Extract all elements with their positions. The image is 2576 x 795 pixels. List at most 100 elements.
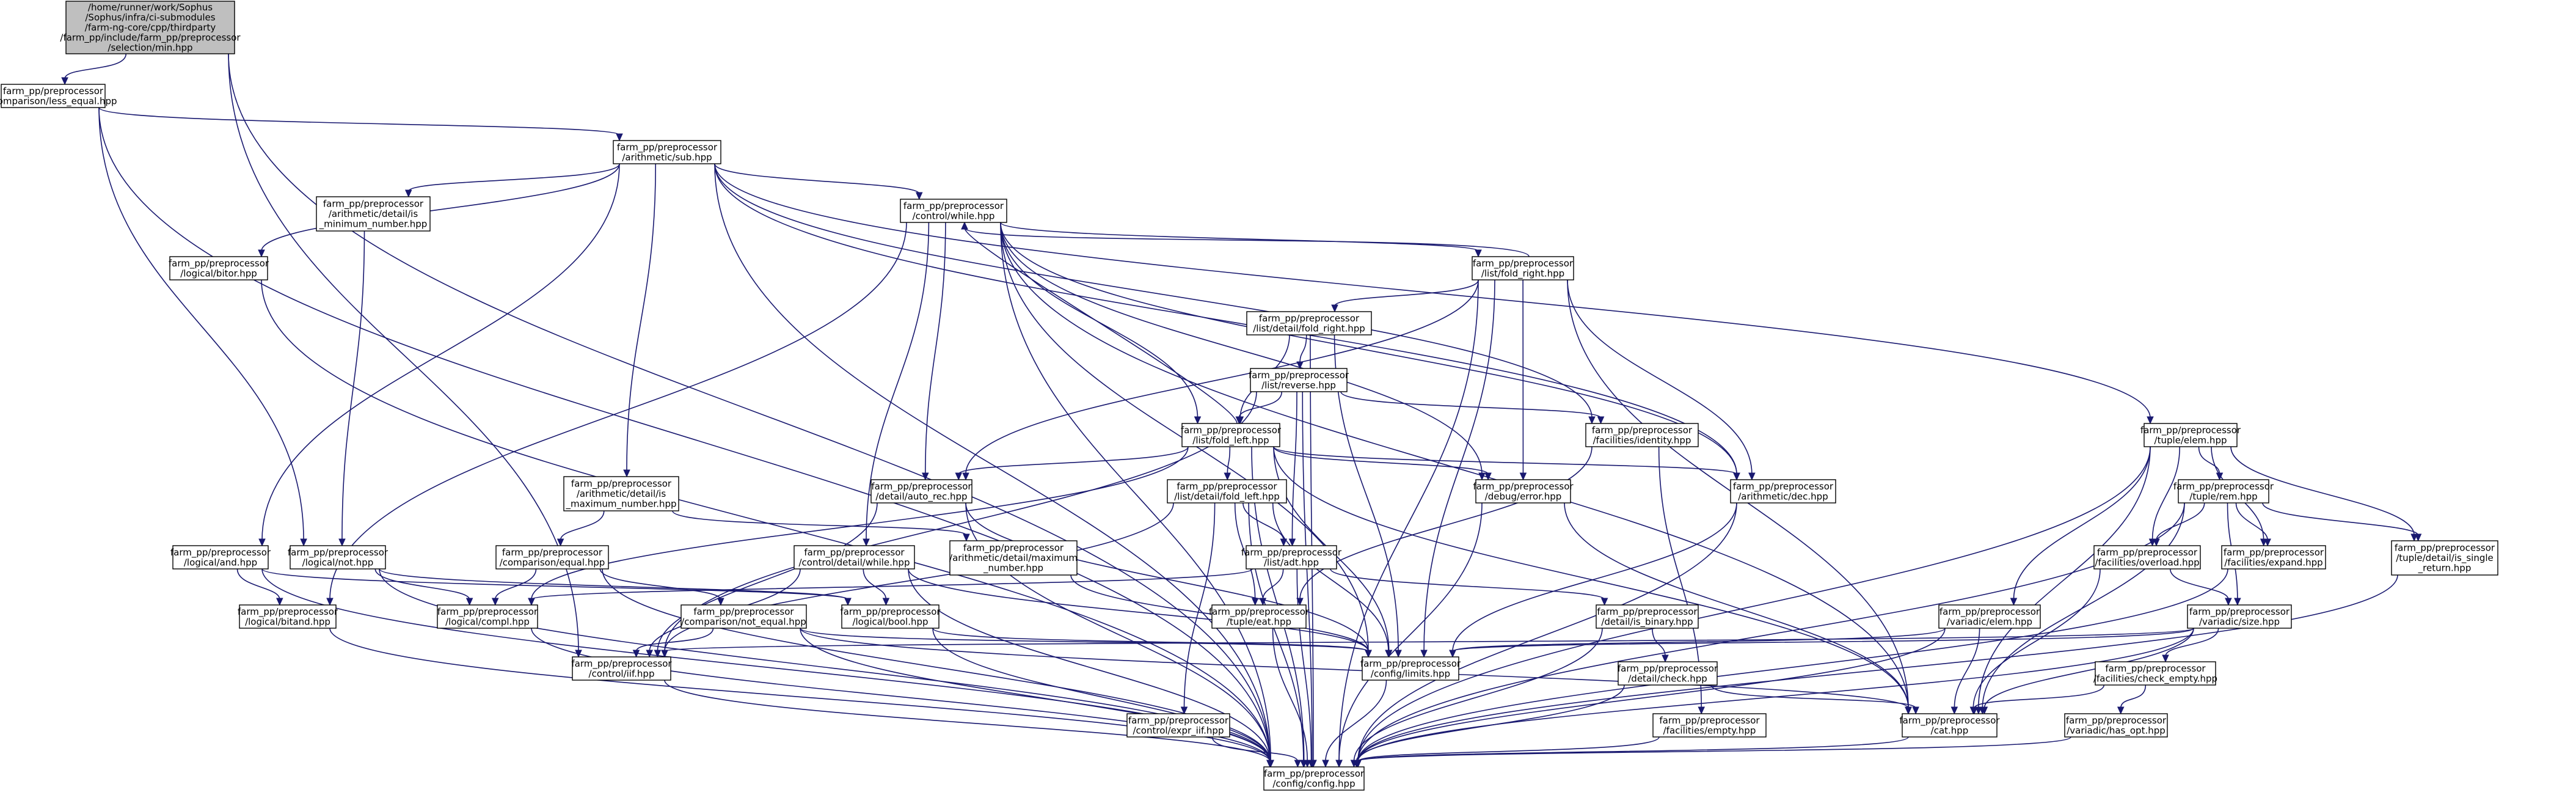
node-iif[interactable]: farm_pp/preprocessor/control/iif.hpp bbox=[571, 656, 672, 681]
edge-tuple_rem-to-overload bbox=[2156, 502, 2205, 541]
node-check[interactable]: farm_pp/preprocessor/detail/check.hpp bbox=[1618, 661, 1718, 686]
node-bitor[interactable]: farm_pp/preprocessor/logical/bitor.hpp bbox=[169, 256, 269, 280]
node-label-line: farm_pp/preprocessor bbox=[170, 547, 271, 559]
node-label-line: /list/fold_left.hpp bbox=[1192, 434, 1269, 446]
edge-arrowhead-while-to-bitand bbox=[326, 598, 334, 606]
edge-detail_fold_left-to-iif bbox=[664, 502, 1174, 652]
edge-arrowhead-has_opt-to-config bbox=[1354, 760, 1362, 768]
node-box bbox=[2178, 479, 2269, 504]
edge-error-to-cat bbox=[1564, 502, 1909, 709]
node-box bbox=[1938, 604, 2041, 629]
node-max-number[interactable]: farm_pp/preprocessor/arithmetic/detail/i… bbox=[563, 476, 679, 511]
edge-tuple_rem-to-cat bbox=[1982, 502, 2185, 709]
node-label-line: farm_pp/preprocessor bbox=[2173, 481, 2274, 493]
edge-has_opt-to-config bbox=[1357, 736, 2071, 762]
node-equal[interactable]: farm_pp/preprocessor/comparison/equal.hp… bbox=[495, 545, 609, 570]
node-detail-while[interactable]: farm_pp/preprocessor/control/detail/whil… bbox=[794, 545, 915, 570]
node-less-equal[interactable]: farm_pp/preprocessor/comparison/less_equ… bbox=[0, 84, 117, 108]
node-not-equal[interactable]: farm_pp/preprocessor/comparison/not_equa… bbox=[680, 604, 807, 629]
node-empty[interactable]: farm_pp/preprocessor/facilities/empty.hp… bbox=[1652, 713, 1767, 738]
node-check-empty[interactable]: farm_pp/preprocessor/facilities/check_em… bbox=[2093, 661, 2217, 686]
node-expand[interactable]: farm_pp/preprocessor/facilities/expand.h… bbox=[2221, 545, 2326, 570]
node-and[interactable]: farm_pp/preprocessor/logical/and.hpp bbox=[170, 545, 271, 570]
node-box bbox=[2064, 713, 2168, 738]
node-compl[interactable]: farm_pp/preprocessor/logical/compl.hpp bbox=[437, 604, 538, 629]
node-label-line: /list/fold_right.hpp bbox=[1481, 268, 1564, 279]
node-box bbox=[239, 604, 337, 629]
node-box bbox=[1211, 604, 1307, 629]
node-auto-rec[interactable]: farm_pp/preprocessor/detail/auto_rec.hpp bbox=[870, 479, 972, 504]
edge-check-to-cat bbox=[1710, 684, 1916, 709]
edge-sub-to-identity bbox=[714, 163, 1593, 419]
node-while[interactable]: farm_pp/preprocessor/control/while.hpp bbox=[900, 199, 1007, 223]
node-has-opt[interactable]: farm_pp/preprocessor/variadic/has_opt.hp… bbox=[2064, 713, 2168, 738]
node-label-line: farm_pp/preprocessor bbox=[1128, 715, 1229, 727]
node-tuple-rem[interactable]: farm_pp/preprocessor/tuple/rem.hpp bbox=[2173, 479, 2274, 504]
edge-while-to-error bbox=[1000, 222, 1483, 475]
node-dec[interactable]: farm_pp/preprocessor/arithmetic/dec.hpp bbox=[1730, 479, 1836, 504]
edge-detail_fold_right-to-reverse bbox=[1299, 334, 1307, 364]
edge-arrowhead-fold_left-to-detail_fold_left bbox=[1224, 472, 1231, 481]
node-bool[interactable]: farm_pp/preprocessor/logical/bool.hpp bbox=[840, 604, 941, 629]
node-label-line: _minimum_number.hpp bbox=[319, 219, 428, 230]
node-label-line: /logical/compl.hpp bbox=[445, 616, 530, 627]
node-label-line: farm_pp/preprocessor bbox=[1592, 425, 1693, 436]
node-identity[interactable]: farm_pp/preprocessor/facilities/identity… bbox=[1585, 423, 1699, 447]
node-detail-fold-right[interactable]: farm_pp/preprocessor/list/detail/fold_ri… bbox=[1246, 311, 1372, 335]
node-label-line: farm_pp/preprocessor bbox=[1899, 715, 2000, 727]
node-bitand[interactable]: farm_pp/preprocessor/logical/bitand.hpp bbox=[238, 604, 338, 629]
edge-not_equal-to-config bbox=[800, 628, 1271, 762]
edge-bool-to-config bbox=[932, 628, 1271, 762]
node-root[interactable]: /home/runner/work/Sophus/Sophus/infra/ci… bbox=[60, 1, 241, 54]
node-overload[interactable]: farm_pp/preprocessor/facilities/overload… bbox=[2093, 545, 2201, 570]
node-reverse[interactable]: farm_pp/preprocessor/list/reverse.hpp bbox=[1249, 368, 1349, 392]
edge-variadic_size-to-check_empty bbox=[2165, 628, 2219, 657]
edge-arrowhead-while-to-detail_while bbox=[863, 538, 870, 547]
node-min-number[interactable]: farm_pp/preprocessor/arithmetic/detail/i… bbox=[316, 196, 431, 232]
node-tuple-eat[interactable]: farm_pp/preprocessor/tuple/eat.hpp bbox=[1209, 604, 1310, 629]
node-label-line: farm_pp/preprocessor bbox=[963, 543, 1064, 554]
node-cat[interactable]: farm_pp/preprocessor/cat.hpp bbox=[1899, 713, 2000, 738]
node-fold-right[interactable]: farm_pp/preprocessor/list/fold_right.hpp bbox=[1472, 256, 1574, 280]
node-box bbox=[1181, 423, 1280, 447]
node-label-line: /detail/is_binary.hpp bbox=[1601, 616, 1693, 628]
node-label-line: farm_pp/preprocessor bbox=[1241, 547, 1342, 559]
edge-arrowhead-limits-to-config bbox=[1322, 760, 1329, 768]
node-expr-iif[interactable]: farm_pp/preprocessor/control/expr_iif.hp… bbox=[1126, 713, 1230, 738]
node-is-single-return[interactable]: farm_pp/preprocessor/tuple/detail/is_sin… bbox=[2391, 540, 2498, 576]
node-error[interactable]: farm_pp/preprocessor/debug/error.hpp bbox=[1473, 479, 1574, 504]
edge-tuple_eat-to-config bbox=[1272, 628, 1308, 762]
node-is-binary[interactable]: farm_pp/preprocessor/detail/is_binary.hp… bbox=[1596, 604, 1699, 629]
node-label-line: /config/limits.hpp bbox=[1371, 668, 1450, 679]
graph-nodes: /home/runner/work/Sophus/Sophus/infra/ci… bbox=[0, 1, 2498, 791]
node-variadic-size[interactable]: farm_pp/preprocessor/variadic/size.hpp bbox=[2187, 604, 2292, 629]
edge-while-to-fold_left bbox=[1000, 222, 1199, 419]
node-variadic-elem[interactable]: farm_pp/preprocessor/variadic/elem.hpp bbox=[1938, 604, 2041, 629]
edge-arrowhead-not-to-compl bbox=[465, 598, 473, 606]
node-limits[interactable]: farm_pp/preprocessor/config/limits.hpp bbox=[1360, 656, 1461, 681]
node-label-line: farm_pp/preprocessor bbox=[1939, 606, 2040, 618]
edge-arrowhead-equal-to-not_equal bbox=[717, 598, 724, 606]
edge-not_equal-to-cat bbox=[800, 628, 1909, 709]
node-box bbox=[1, 84, 106, 108]
node-detail-fold-left[interactable]: farm_pp/preprocessor/list/detail/fold_le… bbox=[1167, 479, 1287, 504]
edge-arrowhead-fold_right-to-auto_rec bbox=[962, 472, 969, 481]
node-label-line: farm_pp/preprocessor bbox=[502, 547, 603, 559]
edge-variadic_elem-to-limits bbox=[1452, 628, 1946, 652]
edge-fold_right-to-dec bbox=[1567, 279, 1753, 475]
node-label-line: farm_pp/preprocessor bbox=[1473, 258, 1574, 269]
edge-variadic_size-to-cat bbox=[1983, 628, 2194, 709]
node-maximum-number[interactable]: farm_pp/preprocessor/arithmetic/detail/m… bbox=[949, 540, 1078, 576]
node-adt[interactable]: farm_pp/preprocessor/list/adt.hpp bbox=[1241, 545, 1342, 570]
edge-arrowhead-detail_while-to-iif bbox=[646, 650, 653, 658]
node-config[interactable]: farm_pp/preprocessor/config/config.hpp bbox=[1263, 766, 1365, 791]
node-box bbox=[1585, 423, 1699, 447]
edge-fold_left-to-detail_fold_left bbox=[1227, 446, 1231, 475]
node-tuple-elem[interactable]: farm_pp/preprocessor/tuple/elem.hpp bbox=[2140, 423, 2241, 447]
edge-arrowhead-sub-to-max_number bbox=[623, 469, 630, 478]
node-not[interactable]: farm_pp/preprocessor/logical/not.hpp bbox=[288, 545, 389, 570]
node-label-line: farm_pp/preprocessor bbox=[3, 86, 104, 97]
edge-arrowhead-fold_right-to-limits bbox=[1420, 650, 1428, 658]
node-fold-left[interactable]: farm_pp/preprocessor/list/fold_left.hpp bbox=[1181, 423, 1282, 447]
node-sub[interactable]: farm_pp/preprocessor/arithmetic/sub.hpp bbox=[613, 140, 721, 164]
